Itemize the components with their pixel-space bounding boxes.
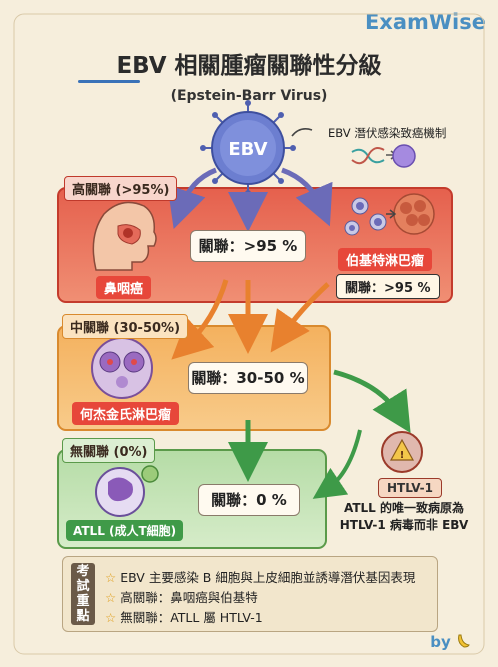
mid-level-tag: 中關聯 (30-50%) [62,314,189,339]
hodgkin-label: 何杰金氏淋巴瘤 [72,402,180,425]
arrow-burkitt-to-mid [270,282,330,353]
htlv1-label: HTLV-1 [378,478,442,498]
arrow-htlv-to-none [312,429,362,499]
dna-icon [351,147,398,165]
none-level-tag: 無關聯 (0%) [62,438,156,463]
banana-logo-icon [458,634,470,648]
key-point-3: ☆無關聯：ATLL 屬 HTLV-1 [105,607,263,626]
key-point-1: ☆EBV 主要感染 B 細胞與上皮細胞並誘導潛伏基因表現 [105,567,415,586]
page-frame [13,13,485,655]
atll-cell-icon [95,465,159,517]
footer-by: by [430,633,470,651]
burkitt-lymphoma-cells-icon [344,193,435,236]
htlv-note-line2: HTLV-1 病毒而非 EBV [339,518,469,532]
mid-value-box: 關聯：30-50 % [188,362,308,394]
high-level-tag: 高關聯 (>95%) [64,176,178,201]
star-icon: ☆ [105,570,117,585]
arrow-ebv-to-npc [167,167,217,229]
page-subtitle: (Epstein-Barr Virus) [170,88,328,104]
mechanism-label: EBV 潛伏感染致癌機制 [328,126,447,140]
nasopharynx-head-icon [92,201,157,271]
none-value-box: 關聯：0 % [198,484,300,516]
htlv-note: ATLL 的唯一致病原為 HTLV-1 病毒而非 EBV [334,500,474,534]
burkitt-label: 伯基特淋巴瘤 [338,248,433,271]
atll-label: ATLL (成人T細胞) [66,520,184,541]
key-point-2-text: 高關聯：鼻咽癌與伯基特 [120,590,258,605]
burkitt-value-box: 關聯：>95 % [336,274,440,299]
infected-cell-icon [392,144,416,168]
htlv-note-line1: ATLL 的唯一致病原為 [343,501,464,515]
ebv-virus-icon [200,100,296,196]
footer-by-text: by [430,633,451,651]
star-icon: ☆ [105,610,117,625]
high-value-box: 關聯：>95 % [190,230,306,262]
mechanism-arrow [291,128,313,137]
key-points-box: 考試重點 ☆EBV 主要感染 B 細胞與上皮細胞並誘導潛伏基因表現 ☆高關聯：鼻… [62,556,438,632]
arrow-mid-to-htlv [333,369,411,433]
svg-text:!: ! [400,450,405,461]
key-points-title: 考試重點 [71,563,95,625]
key-point-1-text: EBV 主要感染 B 細胞與上皮細胞並誘導潛伏基因表現 [120,570,416,585]
arrow-ebv-to-burkitt [281,167,333,227]
ebv-virus-label: EBV [228,139,267,160]
htlv1-virus-icon: ! [381,431,423,473]
star-icon: ☆ [105,590,117,605]
npc-label: 鼻咽癌 [96,276,152,299]
arrow-high-to-hodgkin [171,279,229,360]
page-title: EBV 相關腫瘤關聯性分級 [116,53,382,79]
hodgkin-cell-icon [91,337,153,399]
key-point-2: ☆高關聯：鼻咽癌與伯基特 [105,587,258,606]
key-point-3-text: 無關聯：ATLL 屬 HTLV-1 [120,610,263,625]
title-underline [78,80,140,83]
